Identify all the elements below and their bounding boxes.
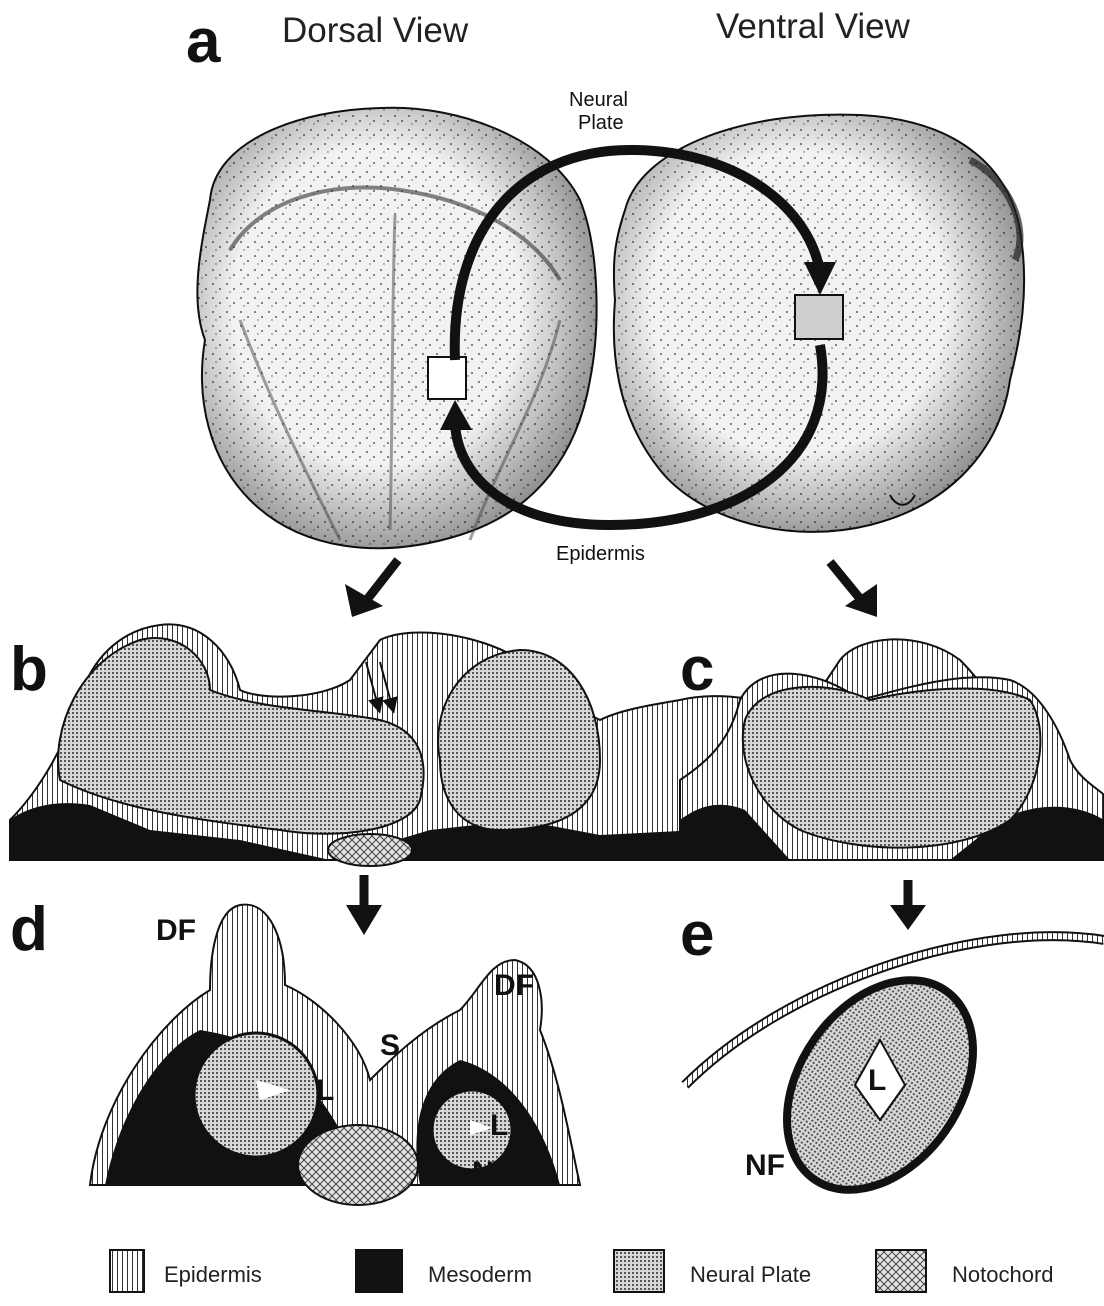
legend-label-mesoderm: Mesoderm <box>428 1262 532 1287</box>
label-l-e: L <box>868 1064 886 1097</box>
legend-swatch-epidermis <box>110 1250 144 1292</box>
notochord-d <box>298 1125 418 1205</box>
epidermis-label: Epidermis <box>556 543 645 565</box>
legend-label-neural-plate: Neural Plate <box>690 1262 811 1287</box>
panel-letter-e: e <box>680 900 714 969</box>
ventral-view-title: Ventral View <box>716 7 911 46</box>
legend-swatch-notochord <box>876 1250 926 1292</box>
ventral-graft-site <box>795 295 843 339</box>
legend-swatch-neural-plate <box>614 1250 664 1292</box>
legend-label-epidermis: Epidermis <box>164 1262 262 1287</box>
neural-plate-label-line2: Plate <box>578 112 624 134</box>
panel-letter-b: b <box>10 635 48 704</box>
panel-letter-d: d <box>10 895 48 964</box>
label-df-right: DF <box>494 969 534 1002</box>
panel-letter-a: a <box>186 7 221 76</box>
label-l-right: L <box>490 1109 508 1142</box>
label-nf-right: NF <box>472 1156 512 1189</box>
neural-plate-label-line1: Neural <box>569 89 628 111</box>
dorsal-graft-site <box>428 357 466 399</box>
label-nf-e: NF <box>745 1149 785 1182</box>
label-df-left: DF <box>156 914 196 947</box>
dorsal-view-title: Dorsal View <box>282 11 469 50</box>
legend: Epidermis Mesoderm Neural Plate Notochor… <box>110 1250 1054 1292</box>
panel-c-cross-section <box>680 674 1104 860</box>
label-nf-left: NF <box>140 1134 180 1167</box>
legend-swatch-mesoderm <box>356 1250 402 1292</box>
label-l-left: L <box>316 1074 334 1107</box>
legend-label-notochord: Notochord <box>952 1262 1054 1287</box>
panel-letter-c: c <box>680 635 714 704</box>
label-s: S <box>380 1029 400 1062</box>
notochord-b <box>328 834 412 866</box>
ventral-embryo <box>614 115 1024 532</box>
